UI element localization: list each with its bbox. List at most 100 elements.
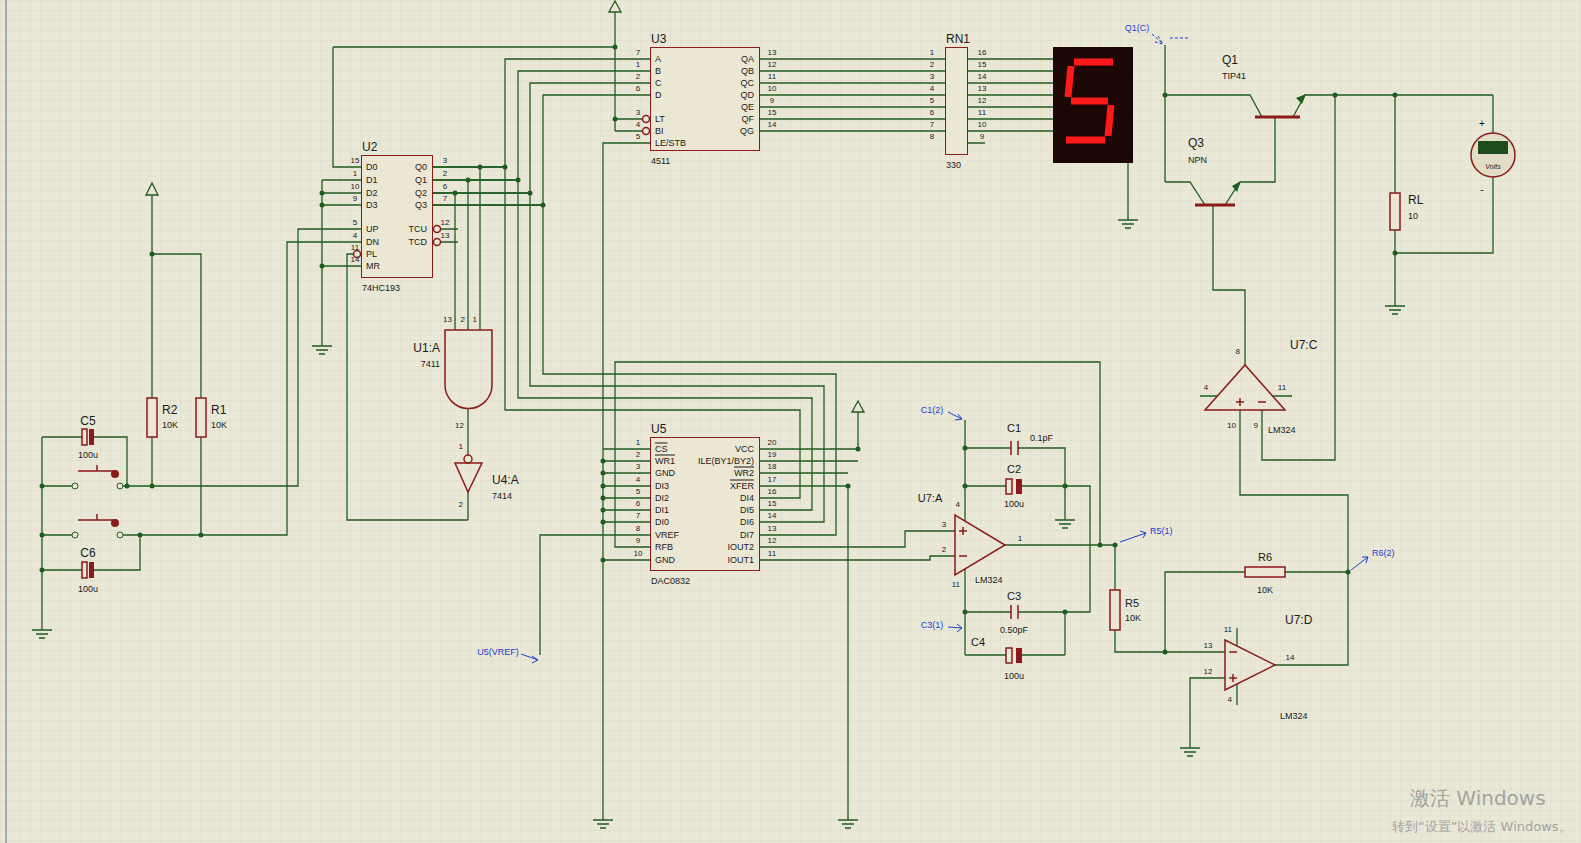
probe-marker — [521, 34, 1368, 663]
pin-name: WR2 — [734, 468, 754, 477]
part-reference: C1 — [1007, 423, 1021, 434]
part-value: NPN — [1188, 156, 1207, 165]
sheet-border — [6, 0, 7, 843]
pin-number: 12 — [768, 61, 777, 69]
part-value: 4511 — [651, 157, 670, 166]
and-gate — [445, 330, 492, 409]
pin-name: DN — [366, 237, 379, 246]
wire — [760, 70, 945, 71]
pin-number: 6 — [636, 85, 640, 93]
part-value: 100u — [1004, 672, 1024, 681]
pin-number: 5 — [353, 219, 357, 227]
pin-number: 2 — [461, 316, 465, 324]
pin-number: 12 — [1204, 668, 1213, 676]
ic-package: U2D0D1D2D3UPDNPLMRQ0Q1Q2Q3TCUTCD74HC193 — [361, 155, 433, 278]
part-value: 10K — [162, 421, 178, 430]
pin-name: QD — [741, 90, 755, 99]
pin-name: DI3 — [655, 481, 669, 490]
pin-number: 15 — [978, 61, 987, 69]
pin-number: 16 — [768, 488, 777, 496]
pin-number: 3 — [636, 463, 640, 471]
pin-number: 3 — [636, 109, 640, 117]
part-value: 10 — [1408, 212, 1418, 221]
pin-name: B — [655, 66, 661, 75]
probe-label: C3(1) — [921, 621, 944, 630]
ic-package: U3ABCDLTBILE/STBQAQBQCQDQEQFQG4511 — [650, 47, 760, 151]
pin-number: 10 — [1227, 422, 1236, 430]
pin-name: PL — [366, 249, 377, 258]
part-value: 100u — [78, 451, 98, 460]
pin-number: 12 — [978, 97, 987, 105]
pin-number: 5 — [636, 133, 640, 141]
pin-number: 11 — [768, 550, 776, 558]
seven-segment-display — [1053, 47, 1133, 163]
pin-name: GND — [655, 468, 675, 477]
pin-name: D2 — [366, 188, 378, 197]
part-value: 0.1pF — [1030, 434, 1053, 443]
pin-number: 1 — [930, 49, 934, 57]
pin-number: 2 — [443, 170, 447, 178]
part-value: 330 — [946, 161, 961, 170]
pin-number: 1 — [1018, 535, 1022, 543]
part-reference: U1:A — [413, 342, 440, 354]
pin-number: 2 — [636, 451, 640, 459]
pin-number: 13 — [1204, 642, 1213, 650]
pin-number: 10 — [768, 85, 777, 93]
pin-name: DI7 — [740, 530, 754, 539]
pin-name: QF — [742, 114, 755, 123]
pin-name: QE — [741, 102, 754, 111]
pin-number: 1 — [636, 439, 640, 447]
part-reference: C4 — [971, 637, 985, 648]
pin-name: TCD — [409, 237, 428, 246]
resistor-network: RN1330 — [945, 47, 968, 155]
pin-name: IOUT1 — [727, 555, 754, 564]
part-value: 100u — [78, 585, 98, 594]
inverter-gate — [455, 463, 482, 492]
pin-number: 9 — [353, 195, 357, 203]
pin-name: D0 — [366, 162, 378, 171]
pin-number: 9 — [980, 133, 984, 141]
wire — [760, 130, 945, 131]
part-value: 100u — [1004, 500, 1024, 509]
pin-number: 2 — [459, 501, 463, 509]
pin-number: 11 — [1224, 626, 1232, 634]
pin-number: 13 — [443, 316, 452, 324]
pin-number: 12 — [441, 219, 450, 227]
part-value: LM324 — [1268, 426, 1296, 435]
junction-dots — [40, 45, 1398, 655]
pin-number: - — [1480, 185, 1483, 195]
wire — [433, 193, 824, 522]
pin-number: 4 — [636, 476, 640, 484]
pin-number: 11 — [952, 581, 960, 589]
pin-number: 8 — [636, 525, 640, 533]
pin-name: WR1 — [655, 456, 675, 465]
wire — [760, 58, 945, 59]
pin-name: D3 — [366, 200, 378, 209]
opamp-symbol — [955, 365, 1285, 690]
watermark: 转到“设置”以激活 Windows。 — [1392, 820, 1572, 833]
pin-number: 4 — [1228, 696, 1232, 704]
probe-label: Q1(C) — [1125, 24, 1150, 33]
pin-name: BI — [655, 126, 664, 135]
part-reference: R5 — [1125, 598, 1139, 609]
pin-number: 11 — [351, 244, 359, 252]
wire — [433, 205, 836, 535]
wire — [433, 95, 650, 205]
part-reference: RL — [1408, 194, 1423, 206]
part-value: LM324 — [975, 576, 1003, 585]
pin-name: D — [655, 90, 662, 99]
pin-number: 14 — [978, 73, 987, 81]
pin-number: 3 — [930, 73, 934, 81]
pin-number: 1 — [473, 316, 477, 324]
part-value: 74HC193 — [362, 284, 400, 293]
pin-number: 14 — [768, 512, 777, 520]
pin-name: DI4 — [740, 493, 754, 502]
pin-number: 5 — [636, 488, 640, 496]
part-reference: U5 — [651, 423, 666, 435]
part-reference: R6 — [1258, 552, 1272, 563]
probe-label: C1(2) — [921, 406, 944, 415]
wire — [760, 94, 945, 95]
pin-number: + — [1479, 119, 1485, 129]
